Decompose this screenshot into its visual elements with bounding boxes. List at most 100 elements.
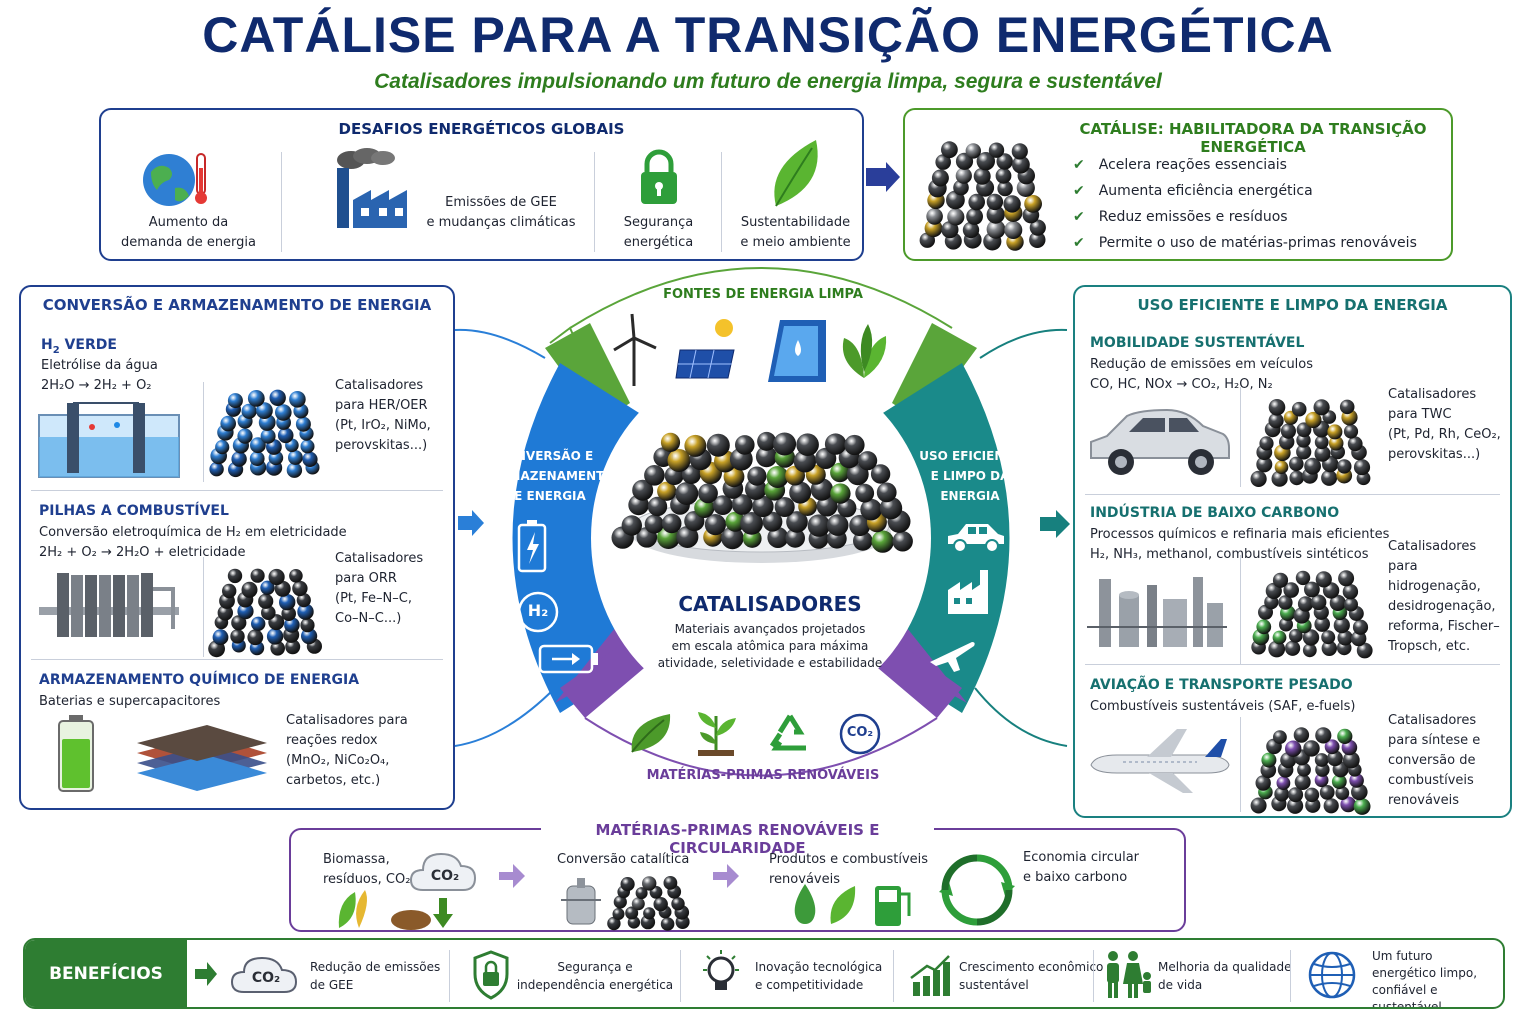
nanoparticle	[1338, 570, 1355, 587]
nanoparticle	[620, 877, 635, 892]
plant-icon	[698, 712, 736, 756]
nanoparticle	[1315, 727, 1332, 744]
battery-charge-icon	[517, 520, 547, 573]
nanoparticle	[300, 618, 315, 633]
storage-title: ARMAZENAMENTO QUÍMICO DE ENERGIA	[39, 672, 360, 688]
nanoparticle	[1323, 798, 1339, 814]
nanoparticle	[643, 907, 656, 920]
enabler-item: Permite o uso de matérias-primas renováv…	[1098, 235, 1417, 251]
nanoparticle	[1255, 775, 1271, 791]
nanoparticle	[1280, 423, 1296, 439]
nanoparticle	[986, 219, 1006, 239]
nanoparticle	[1272, 630, 1287, 645]
nanoparticle	[681, 465, 701, 485]
benefit-label: de vida	[1158, 978, 1203, 992]
nanoparticle	[1343, 424, 1359, 439]
nanoparticle	[935, 154, 951, 170]
airplane-icon	[1090, 729, 1230, 793]
nanoparticle	[1288, 787, 1304, 803]
nanoparticle	[660, 432, 681, 452]
left-arc-label: DE ENERGIA	[504, 489, 586, 503]
nanoparticle	[988, 142, 1005, 158]
nanoparticle	[292, 580, 308, 597]
nanoparticle	[997, 180, 1013, 197]
nanoparticle	[1327, 750, 1343, 767]
nanoparticle	[1259, 436, 1274, 451]
catalyst-label: Catalisadores	[1388, 387, 1477, 402]
nanoparticle	[1342, 751, 1360, 769]
nanoparticle	[660, 917, 675, 931]
nanoparticle	[277, 427, 294, 444]
globe-thermometer-icon	[143, 153, 207, 206]
nanoparticle	[279, 594, 296, 611]
challenge-label: Segurança	[623, 215, 694, 230]
catalyst-label: reforma, Fischer–	[1388, 619, 1500, 634]
nanoparticle	[855, 483, 875, 503]
catalyst-label: conversão de	[1388, 753, 1476, 768]
benefit-label: Crescimento econômico	[959, 960, 1104, 974]
catalyst-label: combustíveis	[1388, 773, 1474, 788]
nanoparticle	[931, 169, 949, 187]
nanoparticle	[986, 205, 1005, 224]
nanoparticle	[1285, 740, 1302, 757]
catalyst-label: (Pt, IrO₂, NiMo,	[335, 418, 431, 433]
industry-equation: H₂, NH₃, methanol, combustíveis sintétic…	[1090, 547, 1369, 562]
nanoparticle	[1268, 640, 1286, 658]
nanoparticle	[892, 531, 913, 552]
nanoparticle	[215, 440, 230, 455]
nanoparticle	[209, 462, 224, 477]
nanoparticle	[1011, 143, 1028, 160]
nanoparticle	[1273, 730, 1287, 744]
nanoparticle	[1256, 456, 1273, 473]
nanoparticle	[731, 494, 753, 515]
nanoparticle	[1321, 640, 1337, 656]
nanoparticle	[1274, 460, 1289, 474]
nanoparticle	[1250, 470, 1267, 487]
nanoparticle	[1268, 413, 1284, 429]
nanoparticle	[1321, 469, 1338, 486]
nanoparticle	[766, 466, 789, 488]
nanoparticle	[1296, 444, 1312, 460]
nanoparticle	[1283, 582, 1299, 598]
left-arc-label: CONVERSÃO E	[496, 449, 594, 463]
nanoparticle	[1276, 776, 1291, 790]
nanoparticle	[227, 393, 243, 409]
nanoparticle	[1294, 774, 1311, 790]
nanoparticle	[1279, 617, 1293, 632]
nanoparticle	[237, 603, 254, 620]
nanoparticle	[288, 450, 303, 465]
nanoparticle	[704, 514, 726, 536]
efficient-use-title: USO EFICIENTE E LIMPO DA ENERGIA	[1137, 296, 1448, 314]
catalyst-label: para TWC	[1388, 407, 1452, 422]
challenge-label: e meio ambiente	[740, 235, 851, 250]
fuel-cell-stack-icon	[39, 573, 179, 637]
nanoparticle	[1351, 783, 1368, 801]
nanoparticle	[941, 141, 958, 159]
car-icon	[948, 524, 1004, 553]
nanoparticle	[269, 389, 286, 406]
nanoparticle	[1315, 571, 1332, 588]
catalyst-label: (Pt, Fe–N–C,	[335, 591, 412, 606]
nanoparticle	[757, 431, 777, 451]
mobility-desc: Redução de emissões em veículos	[1090, 357, 1314, 372]
electrolyzer-icon	[38, 402, 180, 478]
catalyst-label: para hidrogenação,	[1388, 559, 1481, 594]
nanoparticle	[231, 451, 247, 467]
nanoparticle	[1003, 195, 1021, 213]
nanoparticle	[1335, 786, 1350, 800]
challenge-label: Emissões de GEE	[445, 195, 557, 210]
nanoparticle	[231, 615, 247, 631]
nanoparticle	[1314, 445, 1331, 462]
arrow-right-icon	[713, 864, 739, 888]
nanoparticle	[222, 583, 237, 599]
nanoparticle	[260, 580, 275, 595]
industry-title: INDÚSTRIA DE BAIXO CARBONO	[1090, 505, 1340, 521]
nanoparticle	[1261, 752, 1277, 768]
catalyst-cluster-icon	[919, 141, 1046, 251]
reactor-icon	[561, 878, 601, 925]
fuel-cell-desc: Conversão eletroquímica de H₂ em eletric…	[39, 525, 347, 540]
enabler-item: Acelera reações essenciais	[1098, 157, 1287, 173]
nanoparticle	[725, 511, 746, 532]
nanoparticle	[247, 390, 265, 407]
benefit-label: confiável e sustentável	[1372, 983, 1442, 1009]
